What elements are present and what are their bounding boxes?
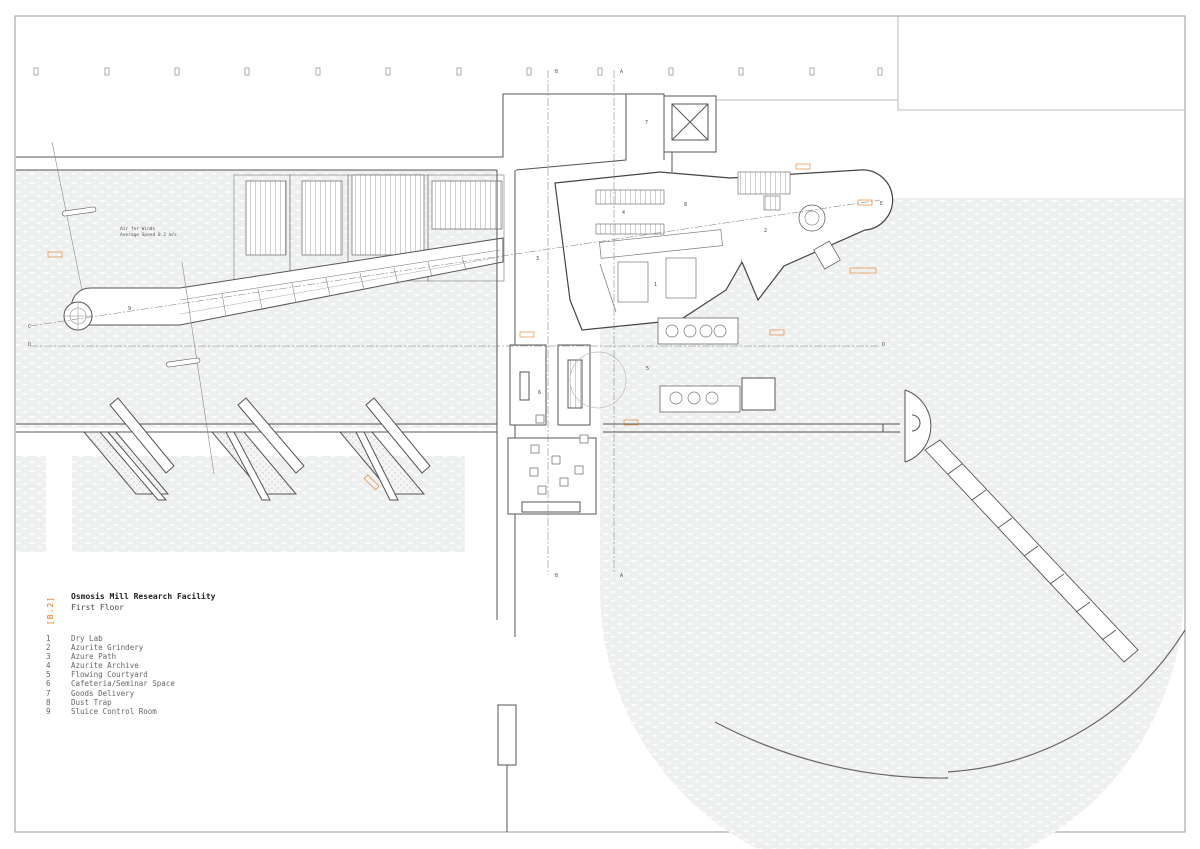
plan-tag-8: 8 (684, 202, 687, 208)
section-b-bottom: B (555, 573, 558, 579)
plan-tag-2: 2 (764, 228, 767, 234)
section-e-right: E (880, 201, 883, 207)
cafeteria-furniture (529, 351, 627, 495)
plan-tag-1: 1 (654, 282, 657, 288)
section-lines (29, 70, 881, 575)
plan-tag-3: 3 (536, 256, 539, 262)
azure-path-walkway (63, 237, 504, 331)
wind-note-line-1: Air for Winds (120, 226, 156, 232)
plan-tag-5: 5 (646, 366, 649, 372)
wind-sails (51, 141, 215, 475)
sheet-code: [B.2] (46, 596, 55, 626)
water-river-strip (72, 456, 465, 552)
neighbour-building (716, 16, 1185, 111)
section-a-bottom: A (620, 573, 623, 579)
section-d-left: D (28, 342, 31, 348)
sheet-title: Osmosis Mill Research Facility (71, 592, 216, 601)
sheet-frame (14, 15, 1186, 833)
water-river-left (16, 456, 46, 552)
site-top-markers (33, 67, 883, 76)
central-spine (496, 93, 627, 832)
water-basin-large (600, 198, 1184, 849)
section-a-top: A (620, 69, 623, 75)
sheet-subtitle: First Floor (71, 603, 124, 612)
diagonal-fins (82, 397, 431, 501)
plan-tag-7: 7 (645, 120, 648, 126)
plan-tag-6: 6 (538, 390, 541, 396)
wind-note-line-2: Average Speed 0.2 m/s (120, 232, 177, 238)
wind-note: Air for Winds Average Speed 0.2 m/s (120, 226, 177, 238)
lab-interior (595, 171, 841, 413)
goods-delivery-block (626, 93, 717, 172)
orange-annotations (47, 163, 877, 491)
section-c-left: C (28, 324, 31, 330)
pier-and-basin-edge (741, 377, 932, 463)
section-markers: B A B A C D D E (28, 69, 885, 579)
stepping-path (924, 439, 1139, 663)
plan-tag-4: 4 (622, 210, 625, 216)
section-d-right: D (882, 342, 885, 348)
plan-tag-9: 9 (128, 306, 131, 312)
section-b-top: B (555, 69, 558, 75)
basin-arc-walls (714, 629, 1186, 779)
room-number-tags: 1 2 3 4 5 6 7 8 9 (128, 120, 767, 396)
